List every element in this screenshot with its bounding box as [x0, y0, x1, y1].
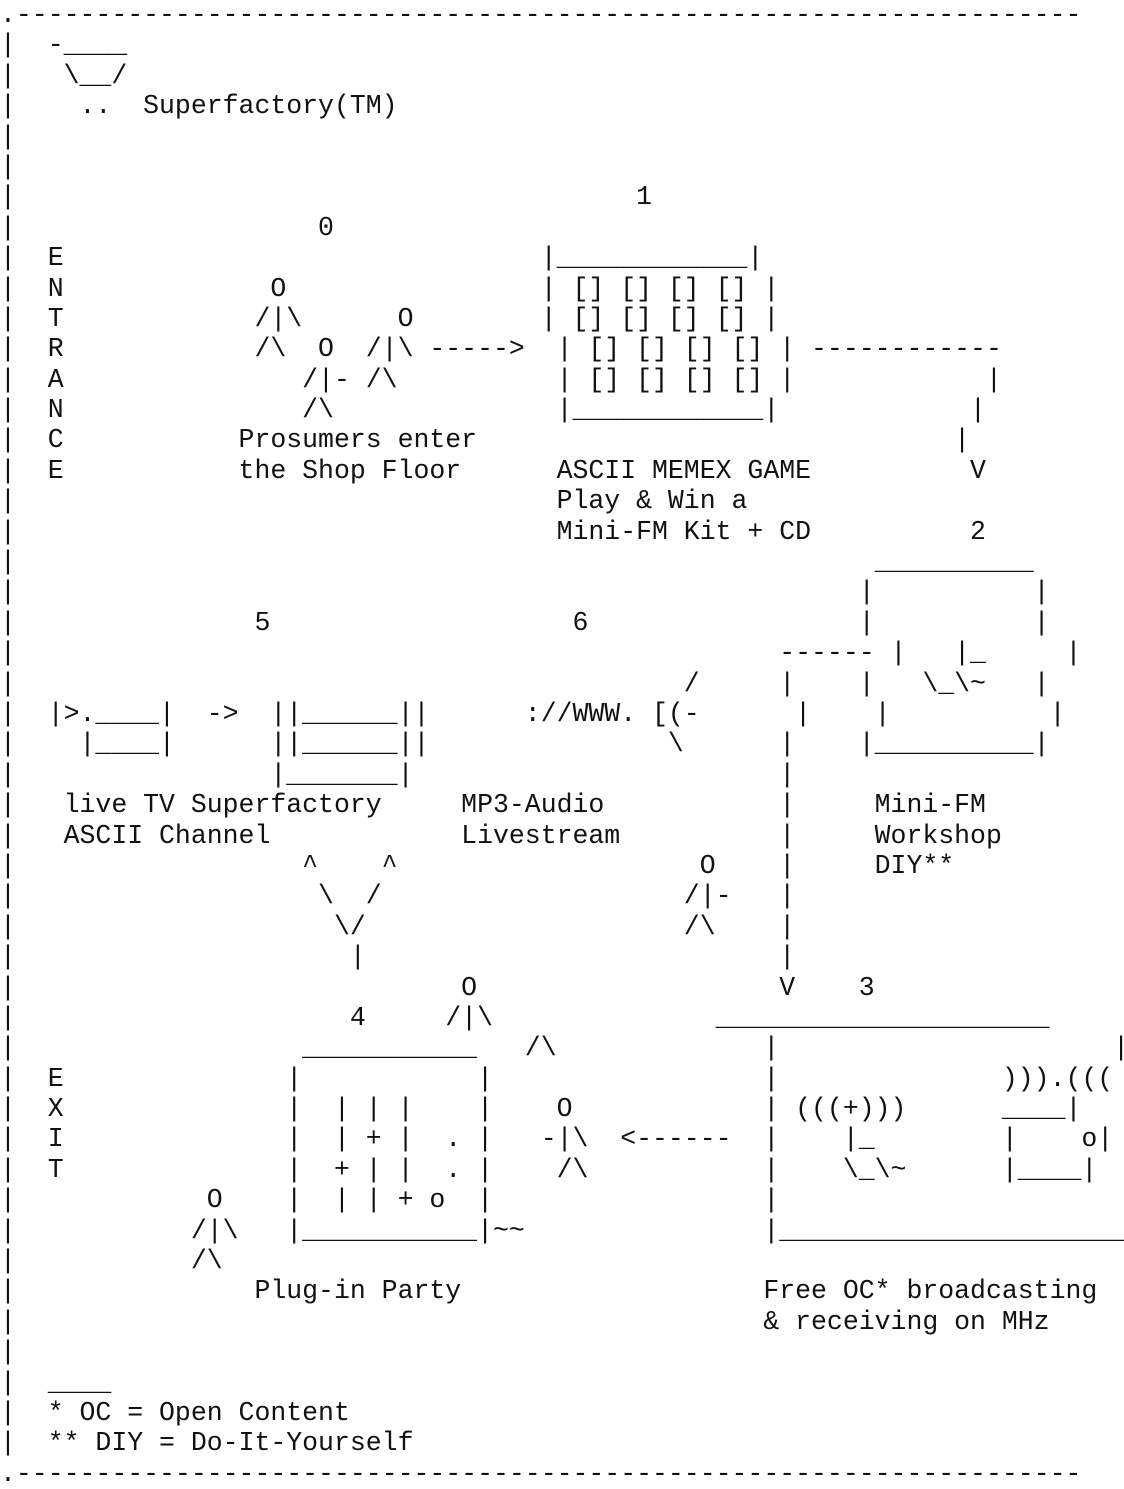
ascii-line: | live TV Superfactory MP3-Audio | Mini-… [0, 790, 1124, 820]
ascii-line: | O | | | + o | | | [0, 1185, 1124, 1215]
ascii-line: | T | + | | . | /\ | \_\~ |____| | [0, 1155, 1124, 1185]
ascii-line: | Plug-in Party Free OC* broadcasting [0, 1276, 1124, 1306]
ascii-line: | \ / /|- | [0, 881, 1124, 911]
ascii-line: | ------ | |_ | [0, 638, 1124, 668]
ascii-line: | R /\ O /|\ -----> | [] [] [] [] | ----… [0, 334, 1124, 364]
ascii-line: .---------------------------------------… [0, 0, 1124, 30]
ascii-line: | ___________ /\ | | [0, 1033, 1124, 1063]
ascii-line: | * OC = Open Content [0, 1398, 1124, 1428]
ascii-line: | \/ /\ | [0, 912, 1124, 942]
ascii-line: | 0 [0, 213, 1124, 243]
ascii-line: | [0, 122, 1124, 152]
ascii-line: | /|\ |___________|~~ |_________________… [0, 1216, 1124, 1246]
ascii-line: | |____| ||______|| \ | |__________| [0, 729, 1124, 759]
ascii-line: | /\ [0, 1246, 1124, 1276]
ascii-line: | | | [0, 942, 1124, 972]
ascii-line: | I | | + | . | -|\ <------ | |_ | o| | [0, 1124, 1124, 1154]
ascii-line: | |_______| | [0, 760, 1124, 790]
ascii-line: .---------------------------------------… [0, 1459, 1124, 1489]
ascii-line: | .. Superfactory(TM) [0, 91, 1124, 121]
ascii-line: | / | | \_\~ | [0, 669, 1124, 699]
ascii-line: | ASCII Channel Livestream | Workshop [0, 821, 1124, 851]
ascii-line: | ^ ^ O | DIY** [0, 851, 1124, 881]
ascii-line: | [0, 1337, 1124, 1367]
ascii-line: | 1 [0, 182, 1124, 212]
ascii-line: | | | [0, 577, 1124, 607]
ascii-line: | O V 3 [0, 973, 1124, 1003]
ascii-line: | Play & Win a [0, 486, 1124, 516]
ascii-line: | ** DIY = Do-It-Yourself [0, 1428, 1124, 1458]
ascii-line: | N /\ |____________| | [0, 395, 1124, 425]
ascii-line: | Mini-FM Kit + CD 2 [0, 517, 1124, 547]
ascii-line: | C Prosumers enter | [0, 425, 1124, 455]
ascii-line: | T /|\ O | [] [] [] [] | [0, 304, 1124, 334]
ascii-line: | A /|- /\ | [] [] [] [] | | [0, 365, 1124, 395]
ascii-line: | E the Shop Floor ASCII MEMEX GAME V [0, 456, 1124, 486]
ascii-line: | ____ [0, 1368, 1124, 1398]
ascii-line: | E |____________| [0, 243, 1124, 273]
ascii-line: | \__/ [0, 61, 1124, 91]
ascii-line: | __________ [0, 547, 1124, 577]
ascii-line: | 4 /|\ _____________________ [0, 1003, 1124, 1033]
ascii-line: | |>.____| -> ||______|| ://WWW. [(- | |… [0, 699, 1124, 729]
ascii-line: | & receiving on MHz [0, 1307, 1124, 1337]
ascii-line: | N O | [] [] [] [] | [0, 274, 1124, 304]
ascii-line: | X | | | | | O | (((+))) ____| | [0, 1094, 1124, 1124]
ascii-line: | E | | | ))).((( | [0, 1064, 1124, 1094]
ascii-line: | -____ [0, 30, 1124, 60]
ascii-line: | [0, 152, 1124, 182]
ascii-line: | 5 6 | | [0, 608, 1124, 638]
